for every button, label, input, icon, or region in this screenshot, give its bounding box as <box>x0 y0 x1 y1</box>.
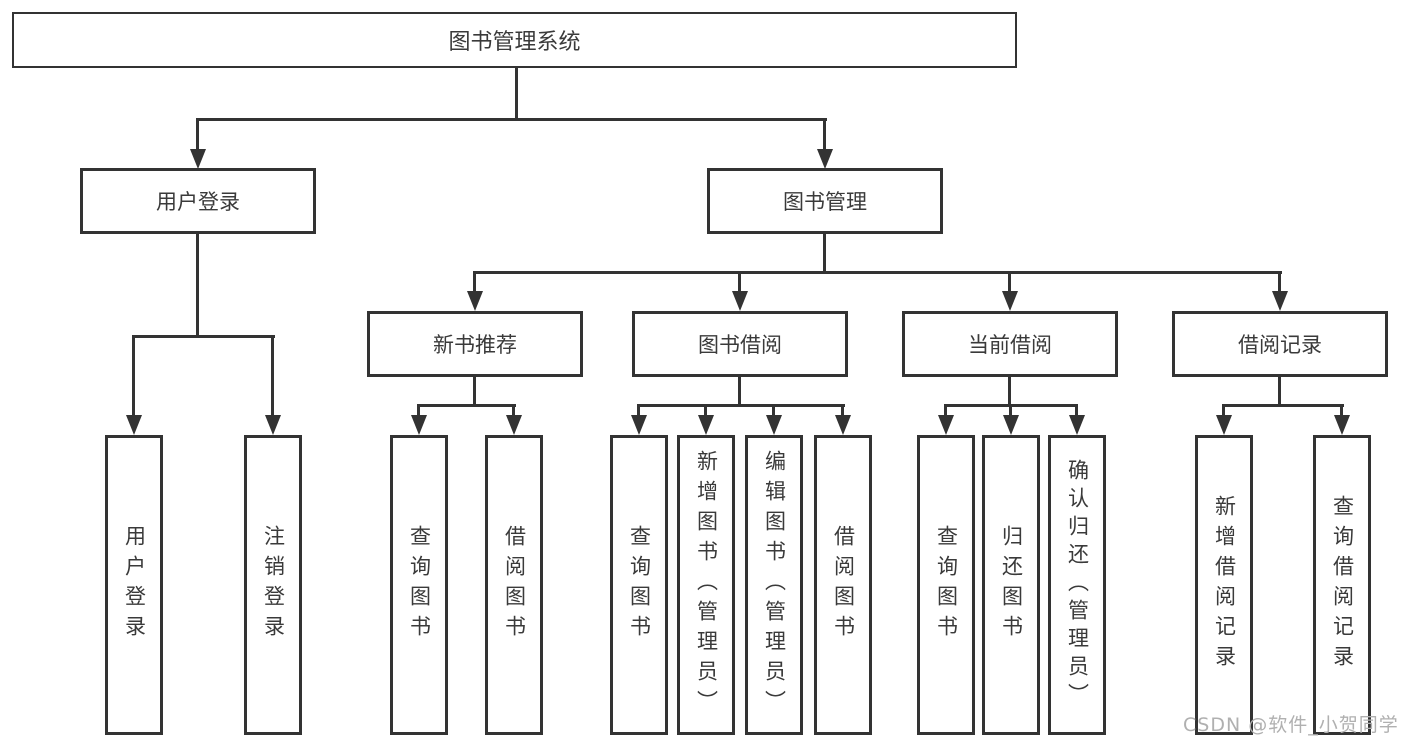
arrowhead-down-icon <box>1216 415 1232 435</box>
connector-line <box>473 271 476 295</box>
connector-line <box>1222 404 1225 419</box>
node-book-borrowing: 图书借阅 <box>632 311 848 377</box>
connector-line <box>841 404 844 419</box>
connector-line <box>417 404 420 419</box>
connector-line <box>1223 404 1344 407</box>
node-label: 查询图书 <box>627 525 652 645</box>
node-label: 图书管理 <box>783 190 867 214</box>
arrowhead-down-icon <box>732 291 748 311</box>
node-label: 图书借阅 <box>698 333 782 357</box>
arrowhead-down-icon <box>1002 291 1018 311</box>
leaf-borrow-books-recommend: 借阅图书 <box>485 435 543 735</box>
connector-line <box>1340 404 1343 419</box>
arrowhead-down-icon <box>631 415 647 435</box>
node-label: 确认归还（管理员） <box>1065 459 1090 711</box>
connector-line <box>1009 404 1012 419</box>
node-label: 借阅图书 <box>502 525 527 645</box>
node-label: 编辑图书（管理员） <box>762 450 787 720</box>
connector-line <box>515 68 518 120</box>
connector-line <box>944 404 947 419</box>
node-current-borrowing: 当前借阅 <box>902 311 1118 377</box>
connector-line <box>704 404 707 419</box>
arrowhead-down-icon <box>190 149 206 169</box>
connector-line <box>132 335 135 417</box>
arrowhead-down-icon <box>938 415 954 435</box>
leaf-user-login: 用户登录 <box>105 435 163 735</box>
arrowhead-down-icon <box>835 415 851 435</box>
csdn-watermark: CSDN @软件_小贺同学 <box>1183 714 1399 736</box>
arrowhead-down-icon <box>1334 415 1350 435</box>
connector-line <box>1278 271 1281 295</box>
node-label: 新增借阅记录 <box>1212 495 1237 675</box>
leaf-borrow-books: 借阅图书 <box>814 435 872 735</box>
connector-line <box>132 335 275 338</box>
node-label: 注销登录 <box>261 525 286 645</box>
connector-line <box>418 404 516 407</box>
arrowhead-down-icon <box>817 149 833 169</box>
arrowhead-down-icon <box>1272 291 1288 311</box>
node-label: 用户登录 <box>156 190 240 214</box>
node-label: 查询借阅记录 <box>1330 495 1355 675</box>
leaf-logout: 注销登录 <box>244 435 302 735</box>
node-label: 当前借阅 <box>968 333 1052 357</box>
leaf-query-books-current: 查询图书 <box>917 435 975 735</box>
arrowhead-down-icon <box>126 415 142 435</box>
connector-line <box>196 118 827 121</box>
leaf-add-borrow-record: 新增借阅记录 <box>1195 435 1253 735</box>
node-label: 用户登录 <box>122 525 147 645</box>
node-label: 新书推荐 <box>433 333 517 357</box>
connector-line <box>1008 271 1011 295</box>
connector-line <box>512 404 515 419</box>
connector-line <box>271 335 274 417</box>
node-label: 借阅记录 <box>1238 333 1322 357</box>
leaf-return-books: 归还图书 <box>982 435 1040 735</box>
connector-line <box>1278 377 1281 407</box>
arrowhead-down-icon <box>506 415 522 435</box>
connector-line <box>823 234 826 274</box>
arrowhead-down-icon <box>467 291 483 311</box>
connector-line <box>196 118 199 152</box>
node-label: 借阅图书 <box>831 525 856 645</box>
arrowhead-down-icon <box>1069 415 1085 435</box>
arrowhead-down-icon <box>411 415 427 435</box>
leaf-confirm-return-admin: 确认归还（管理员） <box>1048 435 1106 735</box>
connector-line <box>1008 377 1011 407</box>
connector-line <box>637 404 640 419</box>
leaf-query-borrow-record: 查询借阅记录 <box>1313 435 1371 735</box>
connector-line <box>473 377 476 407</box>
connector-line <box>738 377 741 407</box>
arrowhead-down-icon <box>1003 415 1019 435</box>
leaf-add-books-admin: 新增图书（管理员） <box>677 435 735 735</box>
node-label: 新增图书（管理员） <box>694 450 719 720</box>
arrowhead-down-icon <box>698 415 714 435</box>
node-user-login: 用户登录 <box>80 168 316 234</box>
arrowhead-down-icon <box>265 415 281 435</box>
connector-line <box>738 271 741 295</box>
leaf-query-books-borrow: 查询图书 <box>610 435 668 735</box>
arrowhead-down-icon <box>766 415 782 435</box>
connector-line <box>473 271 1282 274</box>
node-book-management: 图书管理 <box>707 168 943 234</box>
connector-line <box>823 118 826 152</box>
node-label: 归还图书 <box>999 525 1024 645</box>
leaf-query-books-recommend: 查询图书 <box>390 435 448 735</box>
node-borrowing-records: 借阅记录 <box>1172 311 1388 377</box>
connector-line <box>772 404 775 419</box>
connector-line <box>1075 404 1078 419</box>
leaf-edit-books-admin: 编辑图书（管理员） <box>745 435 803 735</box>
node-label: 图书管理系统 <box>448 30 581 55</box>
node-library-management-system: 图书管理系统 <box>12 12 1017 68</box>
node-label: 查询图书 <box>407 525 432 645</box>
node-new-book-recommendation: 新书推荐 <box>367 311 583 377</box>
connector-line <box>638 404 845 407</box>
node-label: 查询图书 <box>934 525 959 645</box>
connector-line <box>196 234 199 338</box>
